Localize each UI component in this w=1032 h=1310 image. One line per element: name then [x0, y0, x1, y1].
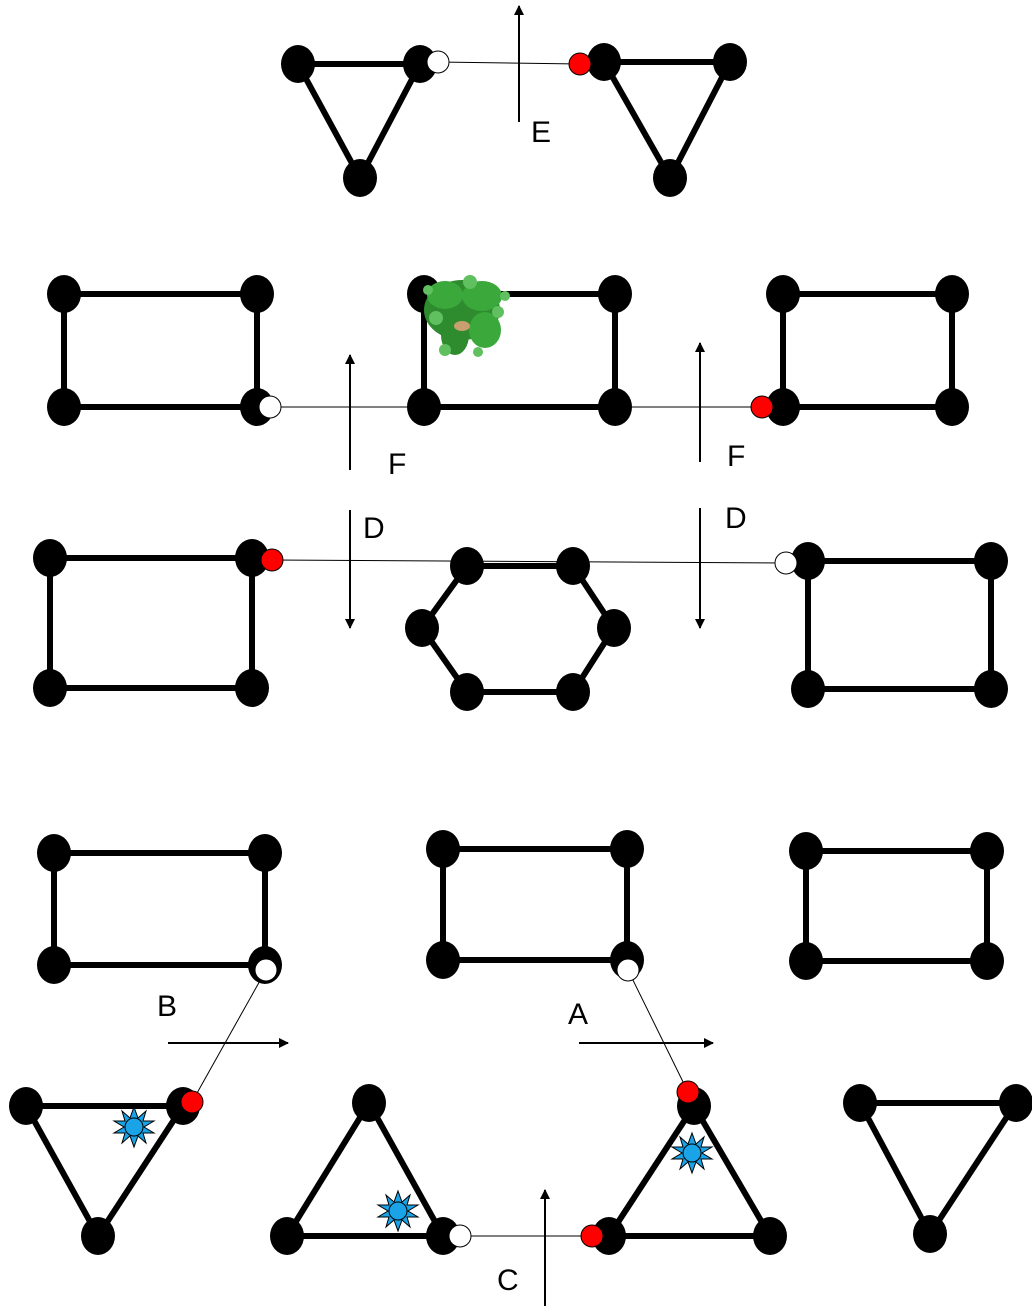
rectangle-row4-middle: [426, 830, 644, 979]
label-f-left: F: [388, 448, 406, 481]
label-e: E: [531, 116, 551, 149]
label-d-left: D: [363, 512, 385, 545]
blue-star-icon: [378, 1191, 418, 1231]
rectangle-row3-right: [791, 542, 1008, 708]
rectangle-row2-left: [47, 275, 274, 426]
linker-white: [255, 959, 277, 981]
linker-dots: [181, 51, 797, 1247]
rectangle-row3-left: [33, 539, 269, 707]
potted-plant-icon: [423, 275, 510, 357]
rectangle-row4-left: [37, 834, 282, 984]
linker-red: [677, 1081, 699, 1103]
linker-red: [751, 396, 773, 418]
hexagon-center: [405, 547, 631, 711]
connector-lines: [192, 62, 786, 1236]
label-b: B: [157, 990, 177, 1023]
label-d-right: D: [725, 502, 747, 535]
label-a: A: [568, 998, 588, 1031]
linker-white: [617, 959, 639, 981]
triangle-top-right: [587, 43, 747, 197]
triangle-bottom-2: [270, 1084, 460, 1255]
linker-red: [181, 1091, 203, 1113]
linker-red: [581, 1225, 603, 1247]
triangle-bottom-1: [9, 1087, 200, 1255]
linker-red: [261, 549, 283, 571]
triangle-bottom-3: [592, 1087, 787, 1255]
label-c: C: [497, 1264, 519, 1297]
rectangle-row4-right: [789, 832, 1004, 980]
triangle-bottom-4: [843, 1084, 1032, 1253]
linker-red: [569, 53, 591, 75]
blue-star-icon: [672, 1133, 712, 1173]
blue-star-icon: [114, 1107, 154, 1147]
rectangle-row2-right: [766, 275, 969, 426]
linker-white: [775, 552, 797, 574]
linker-white: [449, 1225, 471, 1247]
label-f-right: F: [727, 440, 745, 473]
linker-white: [259, 396, 281, 418]
linker-white: [427, 51, 449, 73]
triangle-top-left: [281, 45, 437, 197]
